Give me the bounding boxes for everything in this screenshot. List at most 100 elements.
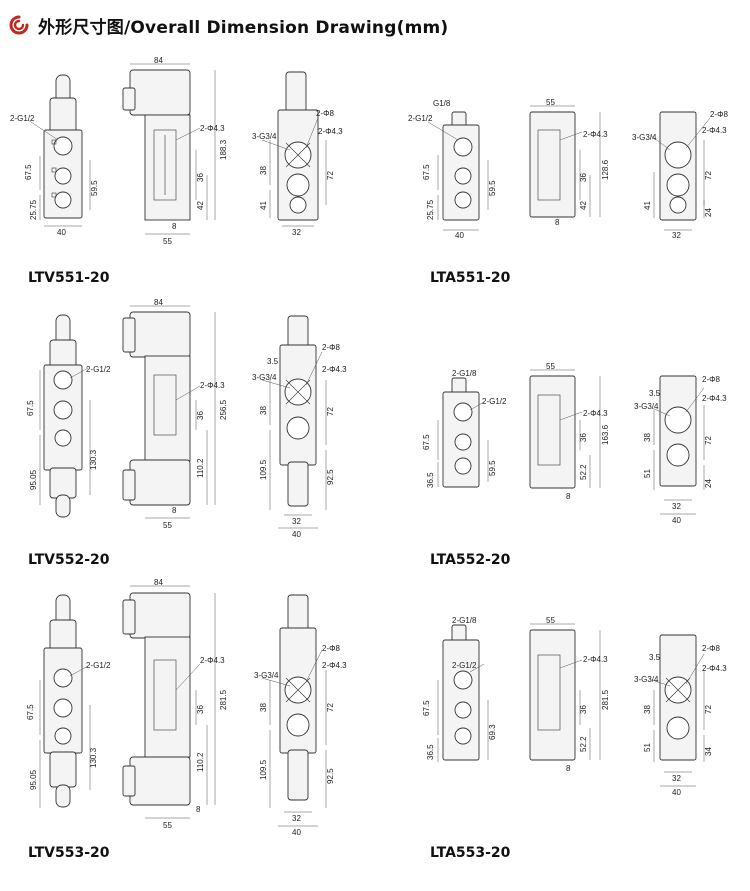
ltv551-end-dim-5: 72 [326, 171, 335, 180]
ltv552-side-dim-3: 256.5 [219, 399, 228, 420]
lta551-side-dim-2: 2-Φ4.3 [583, 130, 608, 139]
lta553-end-dim-1: 2-Φ8 [702, 644, 720, 653]
model-label-lta551: LTA551-20 [430, 270, 511, 286]
lta552-end-dim-0: 3.5 [649, 389, 661, 398]
lta553-front-dim-0: 2-G1/8 [452, 616, 477, 625]
ltv552-end-dim-5: 72 [326, 407, 335, 416]
ltv552-end-dim-9: 40 [292, 530, 301, 539]
lta552-end-dim-1: 2-Φ8 [702, 375, 720, 384]
ltv551-front-dim-4: 25.75 [29, 199, 38, 220]
lta553-side-dim-3: 281.5 [601, 689, 610, 710]
lta552-end-dim-4: 38 [643, 433, 652, 442]
lta553-end-dim-9: 40 [672, 788, 681, 797]
ltv551-front-dim-5: 40 [57, 228, 66, 237]
ltv551-side-dim-2: 2-Φ4.3 [200, 124, 225, 133]
lta552-end-dim-6: 51 [643, 469, 652, 478]
lta553-front-view: 2-G1/8 2-G1/2 67.5 69.3 36.5 [422, 616, 497, 762]
ltv551-side-dim-3: 188.3 [219, 139, 228, 160]
ltv553-end-dim-3: 2-Φ4.3 [322, 661, 347, 670]
lta552-side-view: 55 2-Φ4.3 163.6 36 52.2 8 [529, 362, 610, 501]
lta552-side-dim-2: 2-Φ4.3 [583, 409, 608, 418]
lta553-end-dim-6: 51 [643, 743, 652, 752]
lta553-front-dim-2: 67.5 [422, 700, 431, 716]
page-header: 外形尺寸图/Overall Dimension Drawing(mm) [8, 10, 448, 40]
lta552-front-view: 2-G1/8 2-G1/2 67.5 59.5 36.5 [422, 369, 507, 488]
lta553-side-dim-6: 8 [566, 764, 571, 773]
lta551-end-dim-4: 72 [704, 171, 713, 180]
lta552-side-dim-4: 36 [579, 433, 588, 442]
lta553-end-view: 3.5 2-Φ8 3-G3/4 2-Φ4.3 38 72 51 34 32 40 [634, 634, 727, 797]
lta553-end-dim-3: 2-Φ4.3 [702, 664, 727, 673]
ltv552-side-dim-4: 36 [196, 411, 205, 420]
ltv551-front-view: 2-G1/2 67.5 59.5 25.75 40 [10, 74, 99, 237]
lta551-end-dim-3: 2-Φ4.3 [702, 126, 727, 135]
red-spiral-logo-icon [9, 15, 29, 35]
ltv553-end-dim-4: 38 [259, 703, 268, 712]
ltv552-front-view: 2-G1/2 67.5 130.3 95.05 [26, 314, 111, 518]
lta553-end-dim-2: 3-G3/4 [634, 675, 659, 684]
lta552-end-view: 3.5 2-Φ8 3-G3/4 2-Φ4.3 38 72 51 24 32 40 [634, 375, 727, 525]
page-title: 外形尺寸图/Overall Dimension Drawing(mm) [38, 17, 449, 38]
lta551-end-dim-1: 3-G3/4 [632, 133, 657, 142]
lta552-end-dim-5: 72 [704, 436, 713, 445]
ltv552-front-dim-1: 2-G1/2 [86, 365, 111, 374]
ltv551-side-dim-1: 84 [154, 56, 163, 65]
ltv552-end-dim-0: 3.5 [267, 357, 279, 366]
ltv552-end-dim-2: 3-G3/4 [252, 373, 277, 382]
ltv553-front-dim-3: 130.3 [89, 747, 98, 768]
ltv551-side-dim-4: 36 [196, 173, 205, 182]
ltv552-side-dim-5: 110.2 [196, 458, 205, 478]
lta553-end-dim-0: 3.5 [649, 653, 661, 662]
ltv551-end-dim-6: 41 [259, 201, 268, 210]
lta552-end-dim-9: 40 [672, 516, 681, 525]
ltv553-end-dim-6: 109.5 [259, 759, 268, 780]
lta551-end-dim-6: 24 [704, 208, 713, 217]
lta551-front-dim-3: 59.5 [488, 180, 497, 196]
lta551-end-view: 3-G3/4 2-Φ8 2-Φ4.3 72 41 24 32 [632, 110, 728, 240]
ltv553-end-dim-7: 92.5 [326, 768, 335, 784]
ltv552-side-dim-2: 2-Φ4.3 [200, 381, 225, 390]
lta552-end-dim-8: 32 [672, 502, 681, 511]
lta551-end-dim-2: 2-Φ8 [710, 110, 728, 119]
lta551-side-dim-1: 55 [546, 98, 555, 107]
lta551-side-dim-4: 36 [579, 173, 588, 182]
ltv552-end-dim-3: 2-Φ4.3 [322, 365, 347, 374]
lta552-side-dim-1: 55 [546, 362, 555, 371]
ltv552-side-dim-7: 55 [163, 521, 172, 530]
lta553-front-dim-1: 2-G1/2 [452, 661, 477, 670]
model-label-ltv553: LTV553-20 [28, 845, 110, 861]
lta553-front-dim-4: 36.5 [426, 744, 435, 760]
ltv553-side-dim-2: 2-Φ4.3 [200, 656, 225, 665]
ltv553-side-dim-1: 84 [154, 578, 163, 587]
lta552-front-dim-2: 67.5 [422, 434, 431, 450]
ltv552-end-dim-7: 92.5 [326, 469, 335, 485]
lta553-side-view: 55 2-Φ4.3 281.5 36 52.2 8 [529, 616, 610, 773]
ltv553-end-dim-9: 40 [292, 828, 301, 837]
ltv553-side-dim-6: 8 [196, 805, 201, 814]
ltv552-side-dim-6: 8 [172, 506, 177, 515]
lta553-side-dim-4: 36 [579, 705, 588, 714]
ltv553-front-view: 2-G1/2 67.5 130.3 95.05 [26, 594, 111, 808]
lta552-side-dim-6: 8 [566, 492, 571, 501]
ltv552-side-dim-1: 84 [154, 298, 163, 307]
ltv553-end-dim-8: 32 [292, 814, 301, 823]
lta551-front-dim-0: G1/8 [433, 99, 451, 108]
lta552-front-dim-1: 2-G1/2 [482, 397, 507, 406]
ltv551-side-view: 84 2-Φ4.3 188.3 36 42 8 55 [122, 56, 228, 246]
ltv553-side-dim-4: 36 [196, 705, 205, 714]
ltv551-end-dim-7: 32 [292, 228, 301, 237]
ltv551-end-dim-4: 38 [259, 166, 268, 175]
ltv551-side-dim-6: 8 [172, 222, 177, 231]
model-label-lta553: LTA553-20 [430, 845, 511, 861]
lta551-side-dim-3: 128.6 [601, 159, 610, 180]
lta551-end-dim-5: 41 [643, 201, 652, 210]
model-label-ltv551: LTV551-20 [28, 270, 110, 286]
lta552-side-dim-5: 52.2 [579, 464, 588, 480]
ltv552-end-dim-1: 2-Φ8 [322, 343, 340, 352]
ltv551-end-dim-3: 2-Φ4.3 [318, 127, 343, 136]
ltv553-front-dim-1: 2-G1/2 [86, 661, 111, 670]
ltv553-side-dim-5: 110.2 [196, 752, 205, 772]
ltv552-end-view: 3.5 2-Φ8 3-G3/4 2-Φ4.3 38 72 109.5 92.5 … [252, 315, 347, 539]
ltv551-front-dim-1: 2-G1/2 [10, 114, 35, 123]
